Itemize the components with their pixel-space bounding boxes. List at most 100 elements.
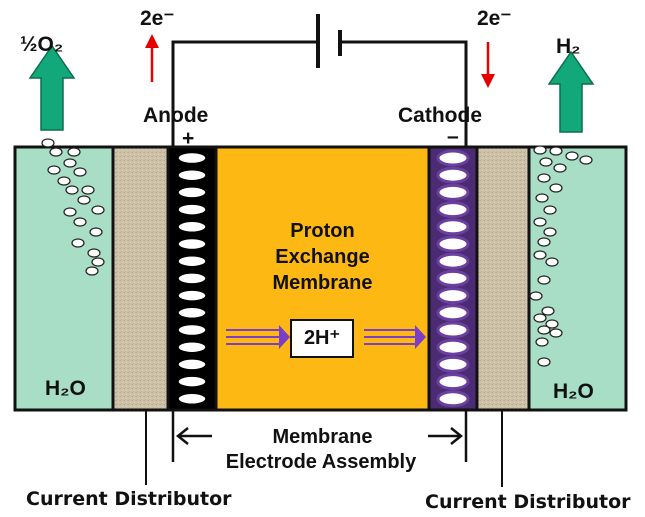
membrane-label-line1: Proton bbox=[290, 220, 355, 242]
gas-bubble-icon bbox=[537, 357, 551, 367]
pore-icon bbox=[436, 269, 470, 287]
gas-bubble-icon bbox=[537, 275, 551, 285]
pore-icon bbox=[177, 358, 207, 371]
pore-icon bbox=[436, 287, 470, 305]
anode-label: Anode bbox=[143, 104, 209, 127]
pore-icon bbox=[177, 168, 207, 182]
current-distributor-label-right: Current Distributor bbox=[425, 491, 631, 513]
pore-icon bbox=[436, 252, 470, 270]
up-arrow-icon bbox=[28, 44, 76, 131]
gas-bubble-icon bbox=[545, 319, 559, 329]
hydrogen-bubbles bbox=[529, 145, 593, 367]
gas-bubble-icon bbox=[533, 313, 547, 323]
pore-icon bbox=[436, 304, 470, 322]
pore-icon bbox=[177, 220, 207, 234]
cathode-label: Cathode bbox=[398, 104, 482, 127]
gas-bubble-icon bbox=[49, 147, 63, 157]
pore-icon bbox=[436, 201, 470, 219]
current-distributor-label-left: Current Distributor bbox=[26, 488, 232, 510]
gas-bubble-icon bbox=[533, 217, 547, 227]
mea-label-line1: Membrane bbox=[272, 426, 373, 448]
battery-icon bbox=[316, 14, 342, 68]
gas-bubble-icon bbox=[67, 147, 81, 157]
pore-icon bbox=[177, 323, 207, 337]
gas-bubble-icon bbox=[535, 337, 549, 347]
pore-icon bbox=[177, 151, 207, 165]
gas-bubble-icon bbox=[553, 163, 567, 173]
pore-icon bbox=[177, 186, 207, 199]
gas-bubble-icon bbox=[65, 185, 79, 195]
gas-bubble-icon bbox=[535, 193, 549, 203]
gas-bubble-icon bbox=[579, 155, 593, 165]
water-label-left: H₂O bbox=[45, 377, 86, 400]
gas-bubble-icon bbox=[47, 165, 61, 175]
gas-bubble-icon bbox=[549, 328, 563, 338]
pore-icon bbox=[177, 289, 207, 302]
gas-bubble-icon bbox=[539, 157, 553, 167]
cell-outlines bbox=[13, 145, 628, 412]
pore-icon bbox=[436, 183, 470, 201]
pore-icon bbox=[436, 338, 470, 356]
gas-bubble-icon bbox=[81, 185, 95, 195]
pore-icon bbox=[177, 203, 207, 216]
triple-arrow-icon bbox=[364, 325, 426, 349]
gas-bubble-icon bbox=[545, 257, 559, 267]
current-distributor-left bbox=[113, 147, 168, 410]
gas-bubble-icon bbox=[537, 237, 551, 247]
gas-bubble-icon bbox=[549, 146, 563, 156]
gas-bubble-icon bbox=[533, 145, 547, 155]
anode-pores bbox=[177, 151, 207, 406]
membrane-label: Proton Exchange Membrane bbox=[216, 218, 429, 296]
pore-icon bbox=[436, 235, 470, 253]
anode-polarity: + bbox=[182, 127, 195, 150]
gas-bubble-icon bbox=[549, 183, 563, 193]
triple-arrow-icon bbox=[226, 325, 290, 349]
gas-bubble-icon bbox=[565, 151, 579, 161]
up-arrow-icon bbox=[145, 34, 159, 82]
pore-icon bbox=[177, 237, 207, 251]
gas-bubble-icon bbox=[541, 306, 555, 316]
hydrogen-label: H₂ bbox=[556, 35, 581, 58]
pore-icon bbox=[436, 321, 470, 339]
external-circuit bbox=[171, 14, 468, 150]
gas-bubble-icon bbox=[91, 205, 105, 215]
electron-label-right: 2e⁻ bbox=[477, 7, 512, 30]
proton-box bbox=[290, 319, 354, 358]
gas-bubble-icon bbox=[71, 238, 85, 248]
pore-icon bbox=[436, 166, 470, 184]
electron-label-left: 2e⁻ bbox=[140, 7, 175, 30]
proton-exchange-membrane bbox=[216, 147, 429, 410]
pore-icon bbox=[436, 373, 470, 391]
down-arrow-icon bbox=[481, 42, 495, 88]
oxygen-label: ½O₂ bbox=[20, 33, 64, 56]
pore-icon bbox=[177, 392, 207, 406]
gas-bubble-icon bbox=[89, 227, 103, 237]
water-chamber-left bbox=[15, 147, 113, 410]
gas-bubble-icon bbox=[63, 207, 77, 217]
gas-bubble-icon bbox=[85, 266, 99, 276]
pore-icon bbox=[177, 254, 207, 268]
gas-bubble-icon bbox=[537, 173, 551, 183]
gas-bubble-icon bbox=[41, 138, 55, 148]
gas-bubble-icon bbox=[87, 248, 101, 258]
gas-bubble-icon bbox=[73, 217, 87, 227]
gas-bubble-icon bbox=[533, 250, 547, 260]
current-distributor-right bbox=[477, 147, 529, 410]
gas-bubble-icon bbox=[73, 167, 87, 177]
gas-bubble-icon bbox=[537, 325, 551, 335]
membrane-label-line2: Exchange bbox=[275, 246, 370, 268]
gas-bubble-icon bbox=[529, 291, 543, 301]
cathode-pores bbox=[436, 149, 470, 408]
up-arrow-icon bbox=[547, 50, 595, 133]
gas-bubble-icon bbox=[57, 176, 71, 186]
mea-dimension bbox=[171, 410, 468, 462]
gas-bubble-icon bbox=[543, 205, 557, 215]
pore-icon bbox=[436, 355, 470, 373]
membrane-label-line3: Membrane bbox=[272, 272, 373, 294]
oxygen-bubbles bbox=[41, 138, 105, 276]
gas-bubble-icon bbox=[77, 195, 91, 205]
pore-icon bbox=[177, 340, 207, 354]
mea-label-line2: Electrode Assembly bbox=[225, 451, 417, 473]
